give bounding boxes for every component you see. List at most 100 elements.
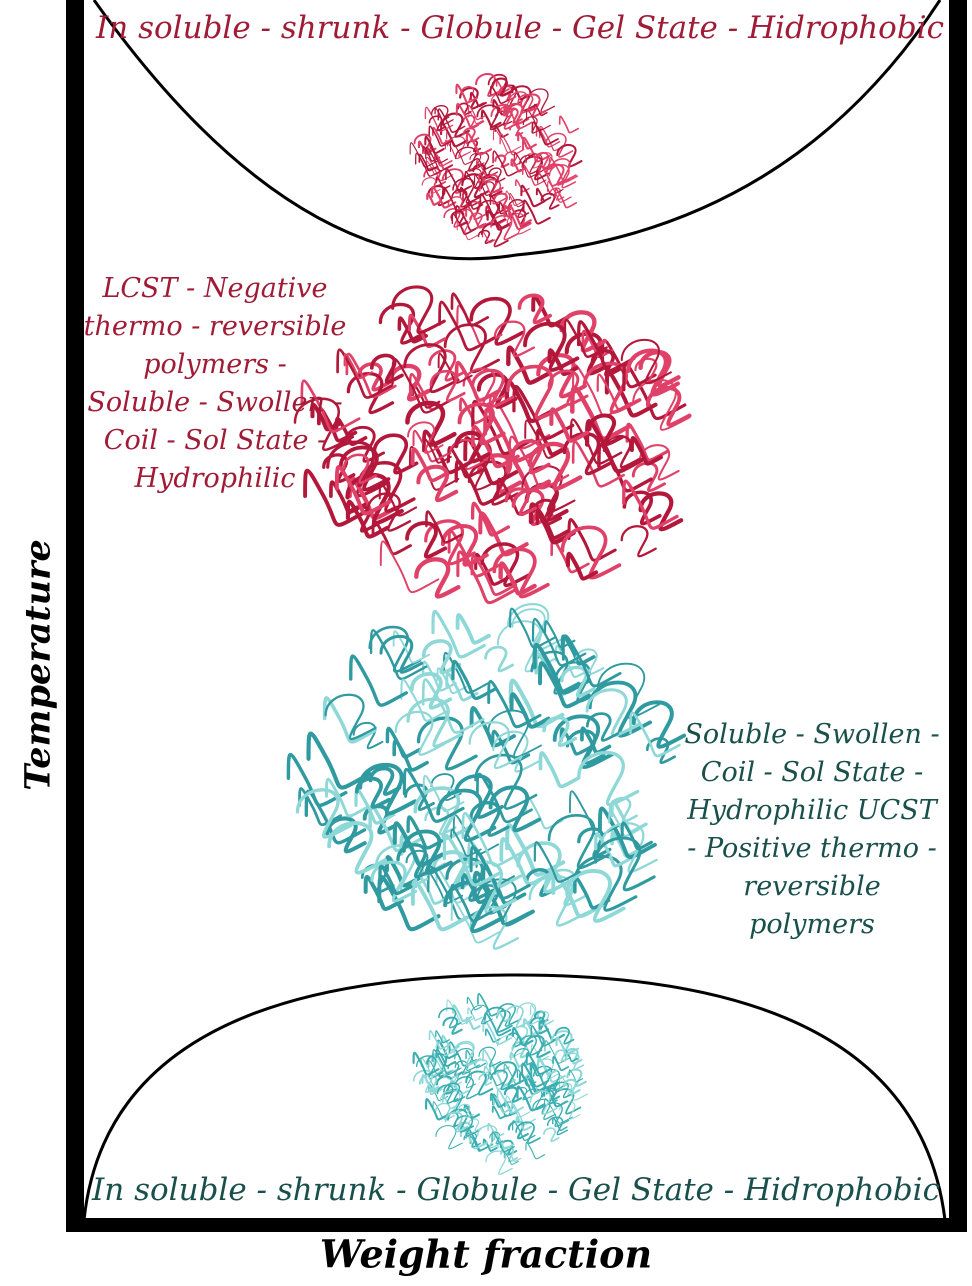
polymer-strand [559, 1074, 588, 1101]
polymer-strand [519, 154, 542, 175]
polymer-strand [558, 115, 580, 134]
polymer-strand [515, 1121, 541, 1145]
polymer-strand [530, 1062, 561, 1090]
polymer-strand [540, 192, 560, 210]
polymer-strand [620, 338, 672, 385]
polymer-strand [405, 400, 457, 447]
polymer-strand [454, 430, 491, 464]
polymer-strand [508, 204, 532, 227]
polymer-strand [564, 1047, 583, 1065]
polymer-strand [391, 285, 446, 335]
polymer-strand [406, 697, 463, 748]
polymer-strand [508, 91, 534, 114]
polymer-strand [421, 678, 485, 734]
polymer-strand [478, 1046, 502, 1067]
polymer-strand [478, 1073, 493, 1086]
polymer-strand [509, 692, 551, 729]
polymer-strand [325, 777, 370, 818]
polymer-strand [510, 1102, 537, 1126]
polymer-strand [493, 320, 536, 358]
polymer-strand [585, 712, 619, 742]
polymer-strand [510, 158, 527, 173]
polymer-strand [515, 179, 530, 193]
polymer-strand [525, 109, 551, 132]
polymer-strand [431, 609, 486, 659]
polymer-strand [334, 464, 392, 516]
polymer-strand [529, 1063, 545, 1077]
polymer-strand [368, 766, 402, 796]
polymer-strand [379, 634, 424, 674]
polymer-strand [491, 1131, 515, 1153]
polymer-strand [560, 525, 622, 580]
polymer-strand [497, 1140, 514, 1156]
polymer-strand [522, 164, 547, 186]
polymer-strand [565, 869, 626, 923]
polymer-strand [530, 1025, 555, 1047]
polymer-strand [405, 521, 448, 559]
polymer-strand [379, 540, 440, 594]
polymer-strand [538, 661, 592, 709]
polymer-strand [485, 205, 512, 229]
polymer-strand [554, 188, 578, 209]
polymer-strand [460, 872, 496, 905]
polymer-strand [517, 93, 539, 113]
polymer-strand [559, 310, 608, 353]
polymer-strand [533, 103, 548, 117]
polymer-strand [317, 406, 358, 443]
polymer-strand [477, 161, 495, 178]
polymer-strand [554, 1026, 575, 1045]
lcst-label-line: Coil - Sol State - [104, 425, 326, 456]
polymer-strand [454, 146, 484, 172]
polymer-strand [394, 710, 446, 756]
polymer-strand [449, 883, 493, 923]
polymer-strand [459, 397, 490, 425]
polymer-strand [451, 659, 497, 701]
polymer-strand [562, 1078, 581, 1095]
polymer-strand [467, 104, 486, 121]
polymer-strand [626, 348, 680, 397]
polymer-strand [349, 654, 408, 707]
polymer-strand [516, 1002, 543, 1026]
polymer-strand [476, 199, 506, 226]
polymer-strand [405, 849, 436, 877]
lcst-phase-boundary [92, 0, 942, 261]
polymer-strand [513, 152, 543, 178]
lcst-label-line: LCST - Negative [101, 273, 327, 304]
polymer-strand [546, 1116, 568, 1136]
collapsed-polymer-globule-icon [412, 992, 588, 1175]
polymer-strand [480, 181, 499, 198]
polymer-strand [415, 152, 443, 177]
polymer-strand [545, 163, 571, 186]
polymer-strand [492, 547, 550, 599]
polymer-strand [435, 1030, 450, 1044]
polymer-strand [430, 773, 462, 801]
polymer-strand [468, 1118, 483, 1132]
polymer-strand [543, 1127, 560, 1143]
polymer-strand [516, 841, 576, 894]
polymer-strand [537, 1057, 558, 1076]
polymer-strand [435, 1125, 463, 1150]
polymer-strand [403, 343, 460, 394]
polymer-strand [410, 879, 470, 932]
polymer-strand [587, 413, 624, 447]
bottom-state-label: In soluble - shrunk - Globule - Gel Stat… [91, 1172, 940, 1208]
polymer-strand [445, 857, 496, 902]
polymer-strand [532, 1098, 556, 1120]
polymer-strand [454, 1060, 472, 1076]
polymer-strand [545, 132, 574, 158]
polymer-strand [596, 662, 661, 719]
polymer-strand [469, 706, 516, 748]
polymer-strand [455, 102, 485, 129]
ucst-label-line: Hydrophilic UCST [686, 795, 938, 826]
polymer-strand [533, 1065, 559, 1088]
polymer-strand [497, 1035, 523, 1058]
polymer-strand [468, 721, 523, 770]
polymer-strand [461, 812, 524, 867]
polymer-strand [466, 996, 483, 1011]
left-axis-bar [66, 0, 84, 1232]
polymer-strand [435, 1102, 455, 1121]
polymer-strand [392, 630, 430, 664]
polymer-strand [396, 843, 436, 879]
polymer-strand [547, 180, 572, 203]
